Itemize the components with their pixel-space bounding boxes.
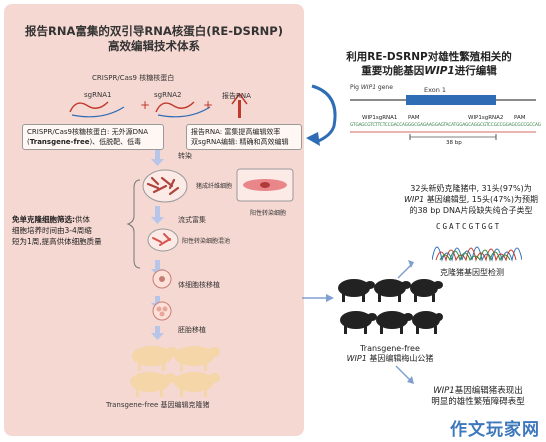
rnp-info-line2: (Transgene-free)、低脱靶、低毒 bbox=[27, 138, 142, 146]
step-embryo: 胚胎移植 bbox=[178, 326, 206, 334]
boars-label: Transgene-free WIP1 基因编辑梅山公猪 bbox=[330, 344, 450, 364]
positive-cells-label: 阳性转染细胞 bbox=[250, 210, 287, 217]
right-title-line2: 重要功能基因WIP1进行编辑 bbox=[361, 65, 497, 77]
result-line2: WIP1 基因编辑型, 15头(47%)为预期 bbox=[403, 195, 539, 204]
genotype-label: 克隆猪基因型检测 bbox=[440, 268, 504, 277]
egg-cell-icon bbox=[152, 269, 172, 289]
result-line1: 32头新奶克隆猪中, 31头(97%)为 bbox=[410, 184, 532, 193]
embryo-icon bbox=[152, 301, 172, 321]
reporter-info-box: 报告RNA: 富集提高编辑效率 双sgRNA编辑: 精确和高效编辑 bbox=[186, 124, 302, 150]
sgrna1-site: WIP1sgRNA1 bbox=[362, 115, 398, 121]
reporter-info-line2: 双sgRNA编辑: 精确和高效编辑 bbox=[191, 138, 289, 146]
sgrna2-site: WIP1sgRNA2 bbox=[468, 115, 504, 121]
rnp-icons bbox=[69, 92, 248, 118]
right-title-line1: 利用RE-DSRNP对雄性繁殖相关的 bbox=[346, 51, 512, 63]
positive-mix-label: 阳性转染细胞混池 bbox=[182, 238, 231, 245]
positive-cell-icon bbox=[236, 168, 294, 202]
no-clone-text3: 短为1周,提高供体细胞质量 bbox=[12, 237, 102, 246]
step-transfect: 转染 bbox=[178, 152, 192, 160]
bp-label: 38 bp bbox=[446, 140, 462, 146]
cas9-strand-icon bbox=[71, 106, 125, 118]
no-clone-text1: 供体 bbox=[75, 215, 90, 224]
exon-label: Exon 1 bbox=[424, 86, 447, 94]
gene-diagram bbox=[350, 95, 536, 140]
right-title: 利用RE-DSRNP对雄性繁殖相关的 重要功能基因WIP1进行编辑 bbox=[316, 50, 542, 78]
cell-dish-icon bbox=[142, 169, 188, 203]
boars-line1: Transgene-free bbox=[360, 344, 420, 353]
no-clone-note: 免单克隆细胞筛选:供体 细胞培养时间由3-4周缩 短为1周,提高供体细胞质量 bbox=[12, 214, 136, 247]
pam1-label: PAM bbox=[408, 115, 420, 121]
phenotype-line2: 明显的雄性繁殖障碍表型 bbox=[431, 397, 525, 407]
reporter-rna-stem-icon bbox=[238, 100, 241, 118]
phenotype-line1: WIP1基因编辑猪表现出 bbox=[433, 386, 523, 396]
rnp-info-line1: CRISPR/Cas9核糖核蛋白: 无外源DNA bbox=[27, 128, 148, 136]
result-text: 32头新奶克隆猪中, 31头(97%)为 WIP1 基因编辑型, 15头(47%… bbox=[400, 183, 542, 216]
gene-label: Pig WIP1 gene bbox=[350, 84, 393, 91]
left-title-line1: 报告RNA富集的双引导RNA核蛋白(RE-DSRNP) bbox=[25, 24, 283, 38]
result-line3: 的38 bp DNA片段缺失纯合子类型 bbox=[409, 206, 533, 215]
step-flow-enrich: 流式富集 bbox=[178, 216, 206, 224]
no-clone-title: 免单克隆细胞筛选: bbox=[12, 215, 75, 224]
reporter-rna-arrow-icon bbox=[231, 92, 248, 105]
boars-line2: WIP1 基因编辑梅山公猪 bbox=[346, 354, 434, 363]
clone-pigs-icon bbox=[130, 346, 220, 397]
sgrna2-label: sgRNA2 bbox=[154, 91, 182, 99]
enriched-cells-icon bbox=[147, 228, 179, 252]
reporter-info-line1: 报告RNA: 富集提高编辑效率 bbox=[191, 128, 281, 136]
rnp-info-box: CRISPR/Cas9核糖核蛋白: 无外源DNA (Transgene-free… bbox=[22, 124, 164, 150]
fibroblast-label: 猪成纤维细胞 bbox=[196, 183, 233, 190]
crispr-label: CRISPR/Cas9 核糖核蛋白 bbox=[92, 74, 175, 82]
sgrna2-strand-icon bbox=[155, 101, 195, 113]
plus-sign: + bbox=[140, 98, 151, 112]
clone-pigs-label: Transgene-free 基因编辑克隆猪 bbox=[106, 401, 210, 409]
curved-arrow-icon bbox=[306, 84, 337, 146]
reporter-rna-label: 报告RNA bbox=[222, 92, 251, 100]
sgrna1-label: sgRNA1 bbox=[84, 91, 112, 99]
flow-arrows bbox=[302, 260, 414, 384]
brace-icon bbox=[126, 179, 141, 269]
phenotype-text: WIP1基因编辑猪表现出 明显的雄性繁殖障碍表型 bbox=[412, 386, 544, 408]
pam2-label: PAM bbox=[514, 115, 526, 121]
chromatogram-icon bbox=[432, 246, 522, 262]
boars-icon bbox=[338, 279, 443, 334]
no-clone-text2: 细胞培养时间由3-4周缩 bbox=[12, 226, 92, 235]
plus-sign-2: + bbox=[203, 98, 214, 112]
dna-sequence: GTGAGCGTCTTCTCCGACCAGGGCGAGAAGGAGTACATGG… bbox=[350, 122, 541, 127]
left-title-line2: 高效编辑技术体系 bbox=[108, 39, 200, 53]
seq-letters: CGATCGTGGT bbox=[436, 222, 502, 231]
watermark: 作文玩家网 bbox=[450, 420, 540, 440]
step-scnt: 体细胞核移植 bbox=[178, 281, 220, 289]
sgrna1-strand-icon bbox=[69, 101, 109, 113]
exon-box bbox=[406, 95, 496, 105]
